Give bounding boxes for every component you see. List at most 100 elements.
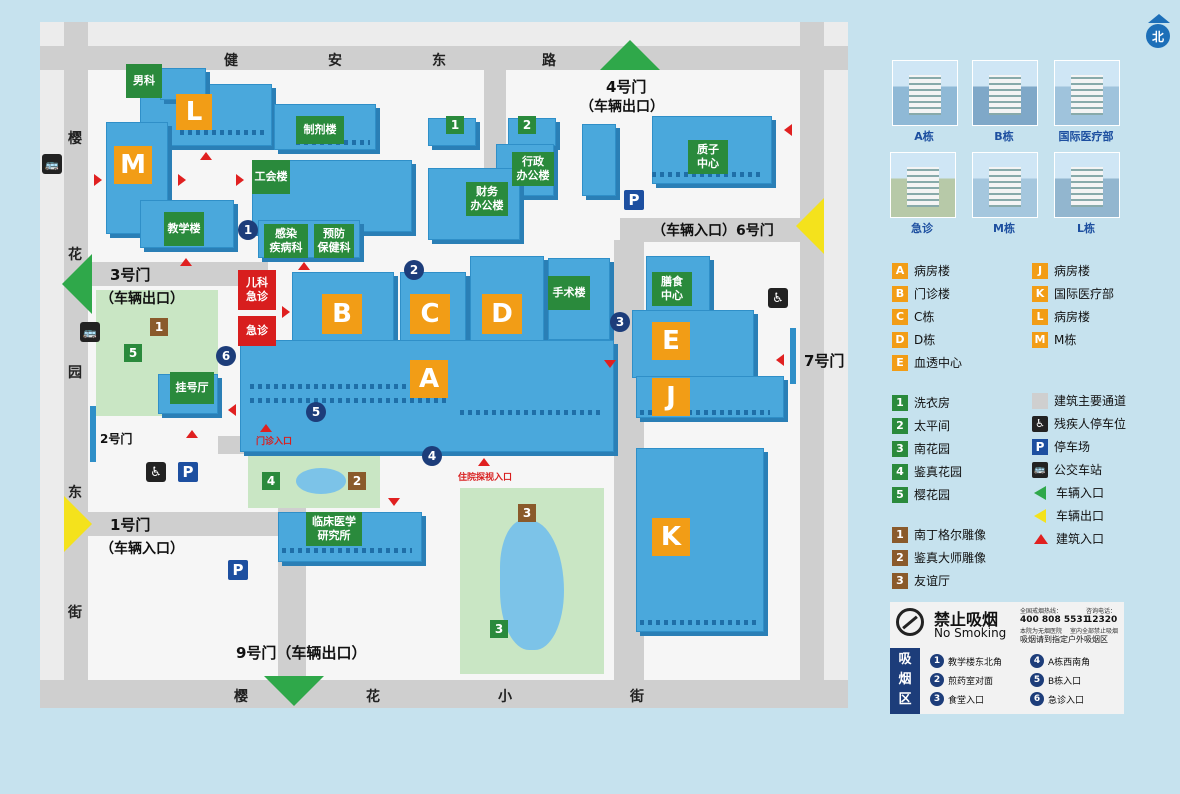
smoking-spot-text: A栋西南角 xyxy=(1048,657,1091,668)
legend-text: 鉴真大师雕像 xyxy=(914,551,987,565)
tag-linchuang[interactable]: 临床医学 研究所 xyxy=(306,512,362,546)
tag-yufang[interactable]: 预防 保健科 xyxy=(314,224,354,258)
building-tag-B[interactable]: B xyxy=(322,294,362,334)
smoking-spot-1: 1 xyxy=(238,220,258,240)
building-photo-label: B栋 xyxy=(994,130,1014,143)
building-tag-A[interactable]: A xyxy=(410,360,448,398)
legend-key: B xyxy=(892,285,908,302)
legend-text: 病房楼 xyxy=(1054,264,1091,278)
smoking-spot-text: 食堂入口 xyxy=(948,695,985,706)
smoking-spot-6: 6 xyxy=(216,346,236,366)
smoking-spot-number: 1 xyxy=(930,654,944,668)
tag-nanke[interactable]: 男科 xyxy=(126,64,162,98)
legend-key: C xyxy=(892,308,908,325)
legend-text: 建筑入口 xyxy=(1056,532,1105,546)
smoking-spot-5: 5 xyxy=(306,402,326,422)
building-photo xyxy=(972,152,1038,218)
smoking-area-label: 吸 烟 区 xyxy=(890,648,920,714)
building-tag-C[interactable]: C xyxy=(410,294,450,334)
building-tag-L[interactable]: L xyxy=(176,94,212,130)
entrance-arrow xyxy=(228,404,236,416)
entrance-arrow xyxy=(178,174,186,186)
building-tag-D[interactable]: D xyxy=(482,294,522,334)
window-strip xyxy=(652,172,762,177)
parking-icon: P xyxy=(624,190,644,210)
tag-guahao[interactable]: 挂号厅 xyxy=(170,372,214,404)
bus-stop-icon: 🚌 xyxy=(80,322,100,342)
building-tag-E[interactable]: E xyxy=(652,322,690,360)
legend-item: 4 鉴真花园 xyxy=(892,463,962,480)
building-tag-J[interactable]: J xyxy=(652,378,690,416)
building-photo-label: L栋 xyxy=(1076,222,1095,235)
tag-shoushu[interactable]: 手术楼 xyxy=(548,276,590,310)
gate-7-label: 7号门 xyxy=(804,352,845,370)
entrance-arrow xyxy=(282,306,290,318)
west-road-char: 樱 xyxy=(68,131,82,147)
parking-icon: P xyxy=(178,462,198,482)
south-road-char: 花 xyxy=(366,689,380,705)
tag-building-1[interactable]: 1 xyxy=(446,116,464,134)
gate-6-entry-arrow xyxy=(796,198,824,254)
tag-shanshi[interactable]: 膳食 中心 xyxy=(652,272,692,306)
east-road xyxy=(800,22,824,708)
legend-text: C栋 xyxy=(914,310,935,324)
building-entrance-arrow-icon xyxy=(1032,533,1056,544)
north-road-char: 安 xyxy=(328,53,342,69)
tag-building-2[interactable]: 2 xyxy=(518,116,536,134)
legend-key: L xyxy=(1032,308,1048,325)
building-tag-K[interactable]: K xyxy=(652,518,690,556)
tag-zhiji[interactable]: 制剂楼 xyxy=(296,116,344,144)
outpatient-entrance-label: 门诊入口 xyxy=(256,437,293,447)
tag-zhizi[interactable]: 质子 中心 xyxy=(688,140,728,174)
legend-key: D xyxy=(892,331,908,348)
parking-icon: P xyxy=(228,560,248,580)
legend-key: 2 xyxy=(892,549,908,566)
tag-jiaoxue[interactable]: 教学楼 xyxy=(164,212,204,246)
building-photo-label: A栋 xyxy=(914,130,934,143)
legend-symbol-item: 建筑入口 xyxy=(1032,530,1104,547)
tag-gonghui[interactable]: 工会楼 xyxy=(252,160,290,194)
gate-1-sub: （车辆入口） xyxy=(100,541,184,557)
tag-erke-jizhen[interactable]: 儿科 急诊 xyxy=(238,270,276,310)
tag-ganran[interactable]: 感染 疾病科 xyxy=(264,224,308,258)
entrance-arrow xyxy=(180,258,192,266)
window-strip xyxy=(640,620,756,625)
tag-caiwu[interactable]: 财务 办公楼 xyxy=(466,182,508,216)
tag-xingzheng[interactable]: 行政 办公楼 xyxy=(512,152,554,186)
north-road-char: 路 xyxy=(542,53,556,69)
no-smoking-en: No Smoking xyxy=(934,626,1007,640)
legend-key: 4 xyxy=(892,463,908,480)
west-road-char: 街 xyxy=(68,605,82,621)
entrance-arrow xyxy=(776,354,784,366)
legend-key: 2 xyxy=(892,417,908,434)
legend-text: 樱花园 xyxy=(914,488,951,502)
building-tag-M[interactable]: M xyxy=(114,146,152,184)
road-swatch-icon xyxy=(1032,392,1054,409)
entrance-arrow xyxy=(388,498,400,506)
south-road xyxy=(40,680,848,708)
legend-text: 国际医疗部 xyxy=(1054,287,1115,301)
building-photo-label: M栋 xyxy=(993,222,1015,235)
legend-key: 1 xyxy=(892,394,908,411)
marker-sakura-garden: 5 xyxy=(124,344,142,362)
legend-symbol-item: ♿残疾人停车位 xyxy=(1032,415,1126,432)
entrance-arrow xyxy=(784,124,792,136)
legend-symbol-item: 车辆入口 xyxy=(1032,484,1104,501)
tag-jizhen[interactable]: 急诊 xyxy=(238,316,276,346)
west-road-char: 园 xyxy=(68,365,82,381)
legend-text: 鉴真花园 xyxy=(914,465,963,479)
vehicle-entry-arrow-icon xyxy=(1032,485,1056,500)
health-label: 咨询电话： xyxy=(1086,608,1117,615)
